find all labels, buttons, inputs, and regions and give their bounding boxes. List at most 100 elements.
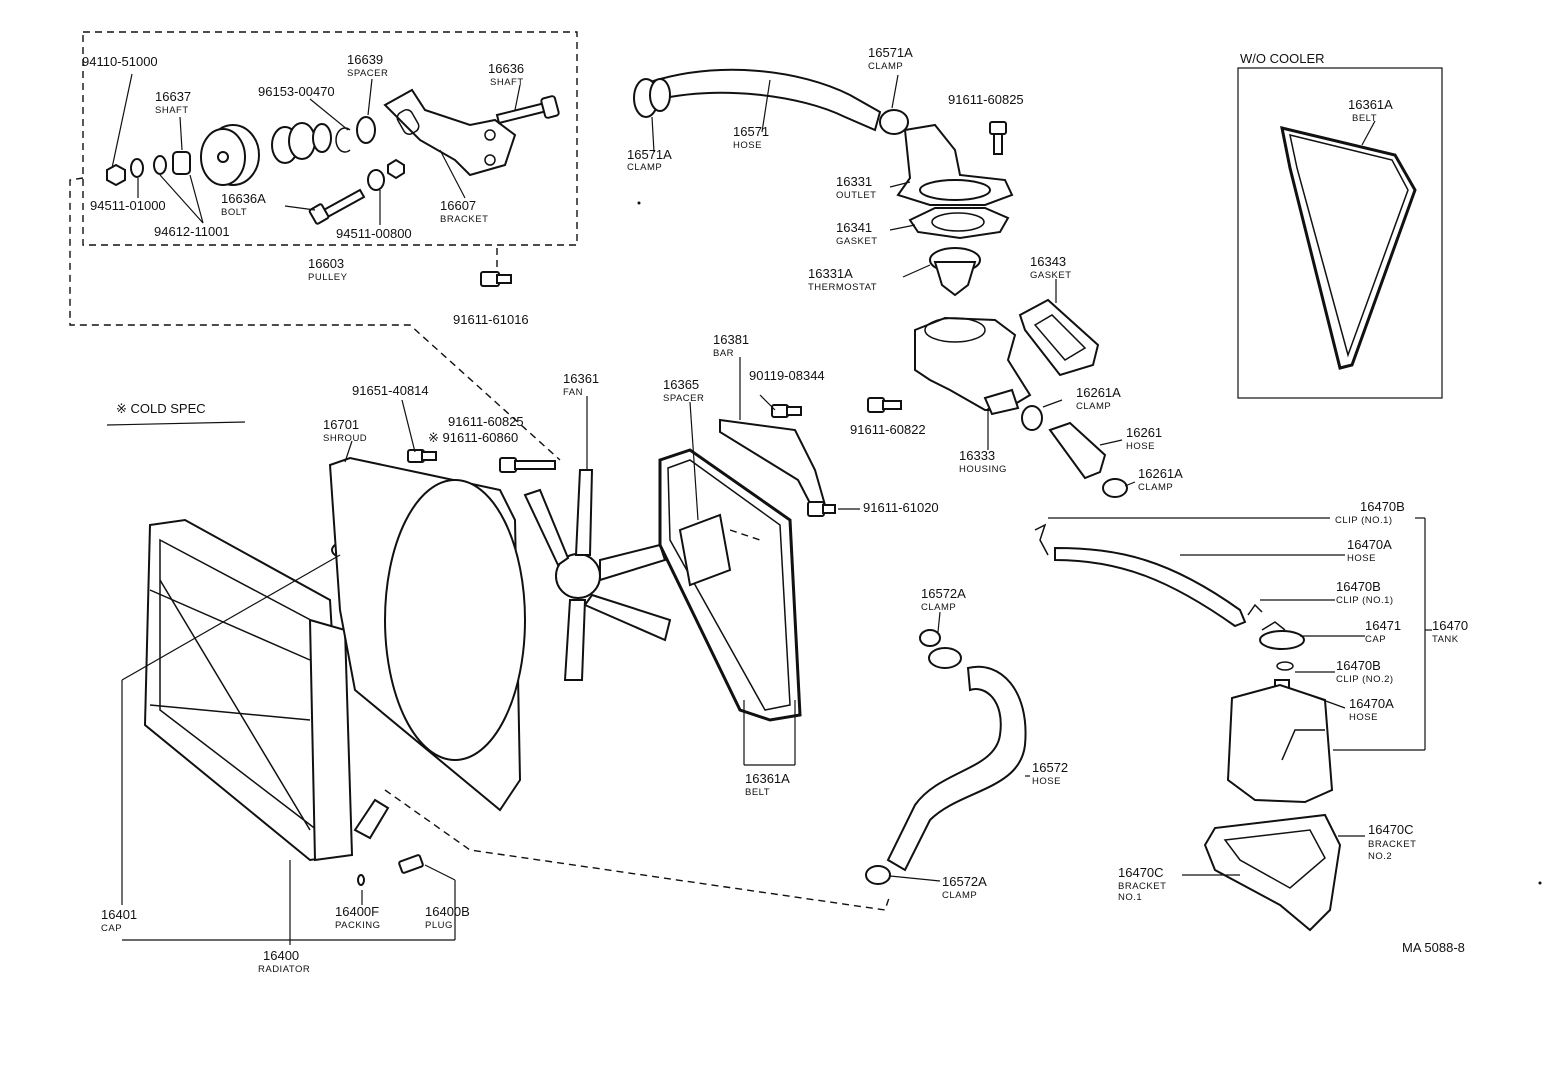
outlet-flange [919,179,991,201]
wo-cooler-title: W/O COOLER [1240,51,1325,66]
tank-detail [1281,729,1325,761]
hose-16572 [886,665,1027,872]
part-name-label: SHAFT [490,77,524,88]
lower-hose-group [865,629,1027,885]
gasket-hole [931,212,985,232]
part-name-label: CLAMP [921,602,956,613]
clip-16470B-no2 [1276,661,1294,671]
radiator-rod-3 [159,579,311,831]
leader-dashed [729,529,761,541]
nut-part [106,163,126,187]
part-name-label: TANK [1432,634,1459,645]
part-number-label: 90119-08344 [749,368,825,383]
part-number-label: 16470C [1118,865,1164,880]
part-number-label: 16637 [155,89,191,104]
part-name-label: SHROUD [323,433,367,444]
part-name-label: CLIP (NO.1) [1335,515,1393,526]
pulley-assembly-group [69,31,578,461]
part-number-label: 94511-01000 [90,198,166,213]
part-number-label: 91611-60825 [448,414,524,429]
part-number-label: 16400F [335,904,379,919]
part-name-label: HOSE [1032,776,1061,787]
part-number-label: 16636 [488,61,524,76]
bolt-shank [882,400,902,410]
part-number-label: 16261A [1138,466,1183,481]
spacer-16365 [678,513,732,587]
part-name-label: BELT [745,787,770,798]
part-number-label: 91611-61020 [863,500,939,515]
part-number-label: 16636A [221,191,266,206]
part-number-label: 16470A [1349,696,1394,711]
dot-mark [1538,881,1542,885]
part-number-label: 91611-60825 [948,92,1024,107]
bolt-shank [822,504,836,514]
gasket-16343 [1018,298,1100,377]
part-name-label: HOSE [1347,553,1376,564]
clamp-16261A-bot [1102,478,1128,498]
part-number-label: 16400B [425,904,470,919]
clamp-16261A-top [1021,405,1043,431]
plug-16400B [398,854,424,874]
reference-code: MA 5088-8 [1402,940,1465,955]
bracket-part [383,88,517,177]
belt-inner [667,459,791,711]
bolt-head [308,203,330,225]
bolt-shank [496,274,512,284]
part-labels: 94110-51000 16637 SHAFT 16639 SPACER 961… [82,45,1468,975]
clamp-ring [649,78,671,112]
part-name-label: BRACKET [440,214,488,225]
bracket-16470C-inner [1223,829,1326,889]
belt-16361A [658,448,802,722]
bracket-hole-2 [484,154,496,166]
part-name-label: HOSE [733,140,762,151]
clip-16470B-no1 [1034,523,1049,556]
part-number-label: 16607 [440,198,476,213]
gasket-16341 [908,207,1010,240]
part-name-label: CLIP (NO.1) [1336,595,1394,606]
part-number-label: 16571A [868,45,913,60]
part-number-label: 16470B [1336,579,1381,594]
part-number-label: 96153-00470 [258,84,335,99]
hose-16571 [648,68,882,132]
shaft-16636-part [495,101,549,125]
part-number-label: 16331A [808,266,853,281]
wo-cooler-box [1237,67,1443,399]
part-number-label: 16470A [1347,537,1392,552]
leader-lines [106,73,1432,945]
part-number-label: 16572A [921,586,966,601]
part-number-label: 16470B [1336,658,1381,673]
wo-cooler-group [1237,67,1443,399]
part-name-label: BELT [1352,113,1377,124]
part-name-label: NO.2 [1368,851,1392,862]
bolt-shank [993,133,1003,155]
hose-16261 [1048,421,1107,480]
pulley-hub [217,151,229,163]
part-number-label: 94110-51000 [82,54,158,69]
spacer-part [356,116,376,144]
part-name-label: FAN [563,387,583,398]
radiator-outlet [353,798,390,840]
part-name-label: CLAMP [942,890,977,901]
shroud-opening [384,479,526,761]
cap-hose [1261,621,1286,631]
clamp-16572A-top [919,629,941,647]
part-name-label: HOSE [1349,712,1378,723]
part-number-label: 16571 [733,124,769,139]
part-number-label: 16572A [942,874,987,889]
part-name-label: CLIP (NO.2) [1336,674,1394,685]
pulley-leader-dashed [69,177,561,461]
part-number-label: 16343 [1030,254,1066,269]
part-name-label: PACKING [335,920,381,931]
part-number-label: 16361A [1348,97,1393,112]
part-name-label: CAP [101,923,122,934]
part-number-label: 16639 [347,52,383,67]
part-name-label: THERMOSTAT [808,282,877,293]
belt-16361A-box [1280,125,1417,370]
part-number-label: 16261 [1126,425,1162,440]
part-number-label: 16470B [1360,499,1405,514]
packing-16400F [357,874,365,886]
bolt-part [807,501,825,517]
part-name-label: CAP [1365,634,1386,645]
belt-inner [1289,133,1409,358]
part-name-label: HOUSING [959,464,1007,475]
